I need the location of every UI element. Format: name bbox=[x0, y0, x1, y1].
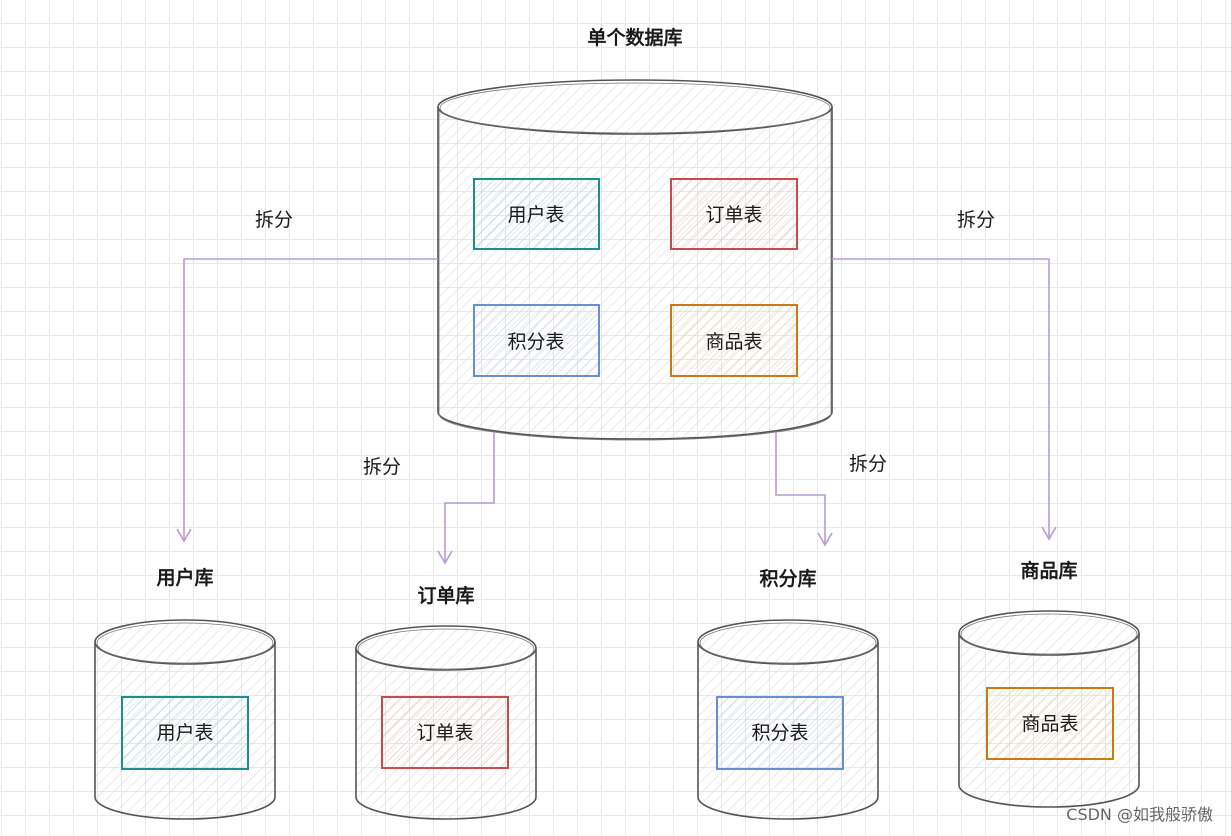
main-db-product-table: 商品表 bbox=[670, 304, 798, 377]
main-db-title: 单个数据库 bbox=[587, 26, 682, 49]
arrow-head-user-db bbox=[176, 528, 192, 543]
order-db-title: 订单库 bbox=[417, 584, 474, 607]
main-db-order-table: 订单表 bbox=[670, 178, 798, 250]
order-db-table-label: 订单表 bbox=[416, 722, 473, 744]
order-db-cylinder bbox=[355, 625, 537, 820]
main-db-order-table-label: 订单表 bbox=[705, 204, 762, 226]
split-label-left: 拆分 bbox=[255, 209, 293, 231]
split-arrows bbox=[176, 258, 1057, 565]
arrow-head-order-db bbox=[437, 550, 453, 565]
order-db-table: 订单表 bbox=[381, 696, 509, 769]
arrow-head-product-db bbox=[1041, 526, 1057, 541]
split-label-mid-left: 拆分 bbox=[363, 456, 401, 478]
main-db-points-table-label: 积分表 bbox=[507, 331, 564, 353]
main-db-user-table-label: 用户表 bbox=[507, 204, 564, 226]
arrow-to-product-db bbox=[832, 258, 1050, 538]
csdn-watermark: CSDN @如我般骄傲 bbox=[1066, 805, 1213, 824]
split-label-mid-right: 拆分 bbox=[849, 453, 887, 475]
main-db-points-table: 积分表 bbox=[473, 304, 600, 377]
user-db-table: 用户表 bbox=[121, 696, 249, 770]
product-db-table-label: 商品表 bbox=[1021, 713, 1078, 735]
arrow-head-points-db bbox=[817, 532, 833, 547]
product-db-table: 商品表 bbox=[986, 687, 1114, 760]
main-db-cylinder bbox=[437, 79, 833, 441]
arrow-to-user-db bbox=[183, 258, 438, 540]
points-db-table: 积分表 bbox=[716, 696, 844, 770]
main-db-product-table-label: 商品表 bbox=[705, 331, 762, 353]
arrow-to-points-db bbox=[775, 432, 826, 544]
product-db-cylinder bbox=[958, 610, 1140, 808]
points-db-table-label: 积分表 bbox=[751, 722, 808, 744]
split-label-right: 拆分 bbox=[957, 209, 995, 231]
product-db-title: 商品库 bbox=[1020, 559, 1077, 582]
arrow-to-order-db bbox=[444, 432, 495, 562]
main-db-user-table: 用户表 bbox=[473, 178, 600, 250]
user-db-table-label: 用户表 bbox=[156, 722, 213, 744]
user-db-title: 用户库 bbox=[156, 566, 213, 589]
points-db-title: 积分库 bbox=[759, 567, 816, 590]
